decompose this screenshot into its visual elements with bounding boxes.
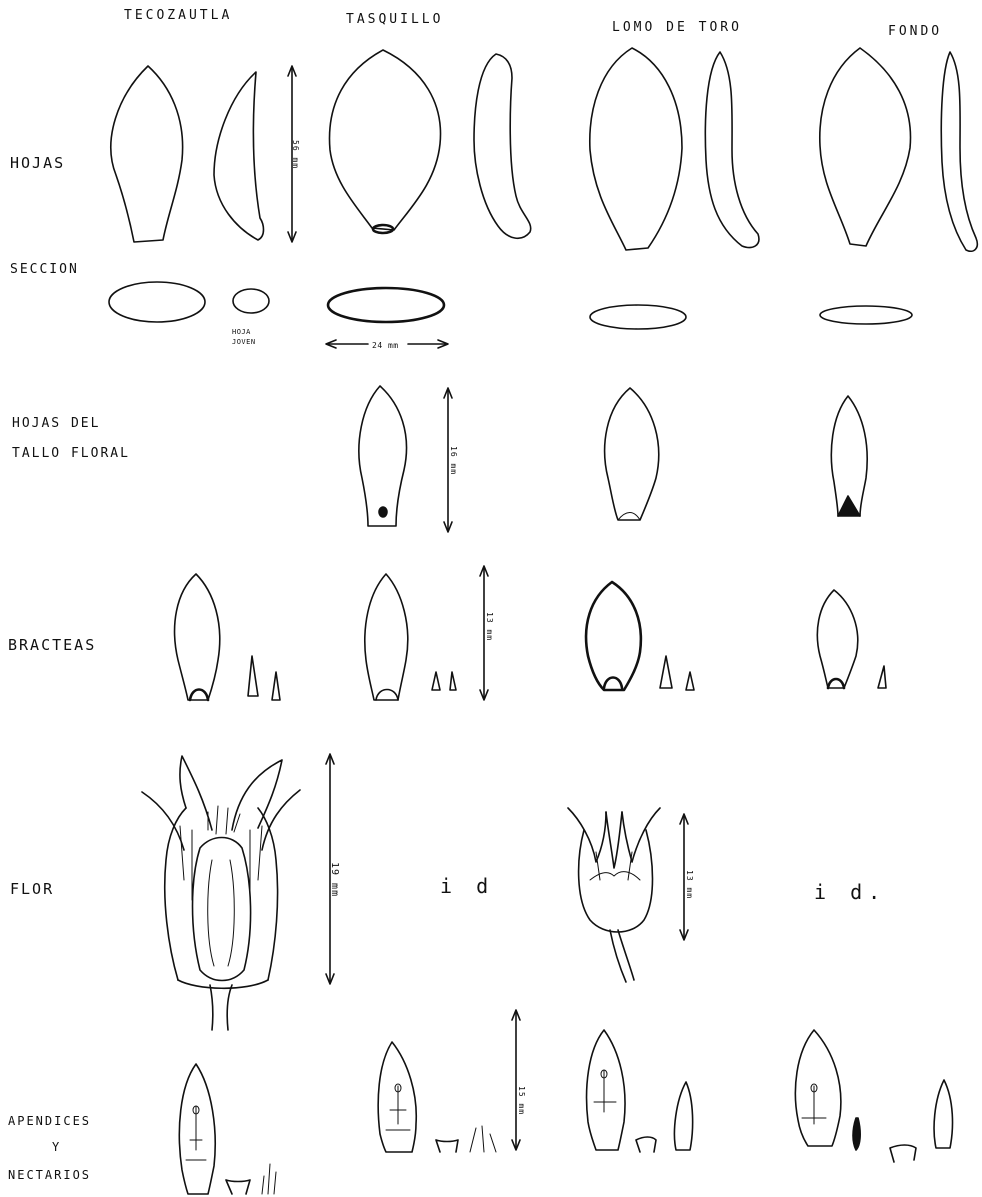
bracteole-tasquillo-2 <box>450 672 456 690</box>
appendage-tecozautla <box>179 1064 215 1194</box>
appendage-fondo <box>795 1030 840 1146</box>
section-lomo-de-toro <box>590 305 686 329</box>
leaf-face-tasquillo <box>329 50 440 233</box>
dimension-arrow-bracteas <box>480 566 488 700</box>
bract-tecozautla <box>175 574 220 700</box>
dimension-arrow-seccion <box>326 340 448 348</box>
appendage-tasquillo <box>378 1042 416 1152</box>
nectary-fondo <box>890 1145 916 1162</box>
dimension-arrow-flor-lomo <box>680 814 688 940</box>
filament-lomo-de-toro <box>674 1082 692 1150</box>
bracteole-lomo-2 <box>686 672 694 690</box>
dimension-arrow-flor-tecozautla <box>326 754 334 984</box>
bracteole-tecozautla-1 <box>248 656 258 696</box>
bracteole-lomo-1 <box>660 656 672 688</box>
nectary-tasquillo <box>436 1140 458 1152</box>
section-fondo <box>820 306 912 324</box>
nectary-scale-fondo <box>853 1118 860 1150</box>
leaf-profile-lomo-de-toro <box>705 52 759 248</box>
section-tasquillo <box>328 288 444 322</box>
flower-lomo-de-toro <box>568 808 660 982</box>
bract-fondo <box>817 590 857 688</box>
leaf-profile-tasquillo <box>474 54 531 238</box>
leaf-profile-tecozautla <box>214 72 264 240</box>
dimension-arrow-tallo <box>444 388 452 532</box>
stem-leaf-tasquillo <box>359 386 407 526</box>
filaments-tecozautla <box>262 1164 276 1194</box>
appendage-lomo-de-toro <box>587 1030 625 1150</box>
leaf-face-tecozautla <box>111 66 183 242</box>
flower-tecozautla <box>142 756 300 1030</box>
bracteole-fondo <box>878 666 886 688</box>
bracteole-tasquillo-1 <box>432 672 440 690</box>
filament-fondo <box>934 1080 952 1148</box>
filaments-tasquillo <box>470 1126 496 1152</box>
leaf-face-lomo-de-toro <box>590 48 682 250</box>
section-young-leaf <box>233 289 269 313</box>
stem-leaf-lomo-de-toro <box>605 388 659 520</box>
bract-lomo-de-toro <box>586 582 641 690</box>
section-tecozautla <box>109 282 205 322</box>
bract-tasquillo <box>365 574 408 700</box>
stem-leaf-fondo <box>831 396 867 516</box>
nectary-lomo-de-toro <box>636 1137 656 1152</box>
bracteole-tecozautla-2 <box>272 672 280 700</box>
nectary-tecozautla <box>226 1180 250 1194</box>
leaf-profile-fondo <box>941 52 977 251</box>
dimension-arrow-hojas <box>288 66 296 242</box>
dimension-arrow-apendices <box>512 1010 520 1150</box>
leaf-face-fondo <box>820 48 911 246</box>
